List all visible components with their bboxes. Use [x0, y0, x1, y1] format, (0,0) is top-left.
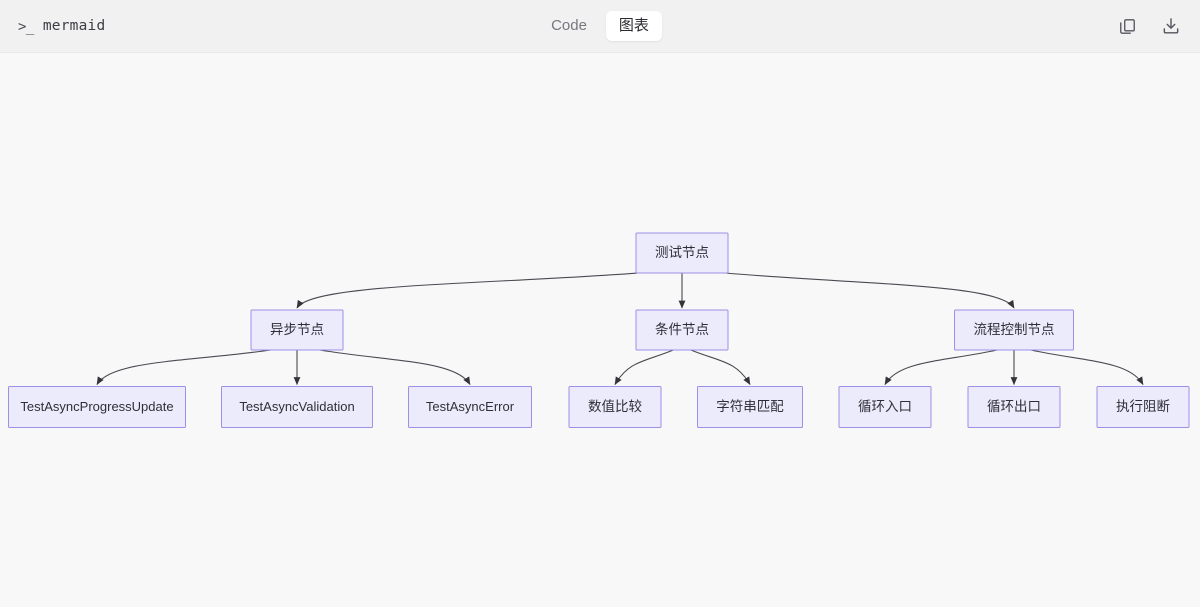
node-box: [838, 386, 932, 428]
node-box: [568, 386, 662, 428]
node-box: [8, 386, 186, 428]
download-icon: [1161, 16, 1181, 36]
node-cond[interactable]: 条件节点: [635, 309, 729, 351]
node-label: 执行阻断: [1116, 399, 1170, 414]
node-leaf2[interactable]: TestAsyncValidation: [221, 386, 373, 428]
edge-flow-to-leaf6: [884, 349, 998, 386]
download-button[interactable]: [1160, 15, 1182, 37]
edge-root-to-flow: [725, 272, 1015, 309]
header-actions: [1116, 15, 1182, 37]
copy-icon: [1118, 17, 1137, 36]
node-box: [697, 386, 803, 428]
tab-diagram[interactable]: 图表: [605, 11, 662, 41]
edge-cond-to-leaf5: [690, 349, 751, 386]
node-leaf4[interactable]: 数值比较: [568, 386, 662, 428]
node-async[interactable]: 异步节点: [250, 309, 344, 351]
node-leaf3[interactable]: TestAsyncError: [408, 386, 532, 428]
node-box: [250, 309, 344, 351]
node-leaf1[interactable]: TestAsyncProgressUpdate: [8, 386, 186, 428]
node-box: [635, 309, 729, 351]
node-box: [221, 386, 373, 428]
node-box: [408, 386, 532, 428]
node-label: 流程控制节点: [974, 322, 1055, 337]
node-label: TestAsyncProgressUpdate: [20, 399, 173, 414]
node-flow[interactable]: 流程控制节点: [954, 309, 1074, 351]
node-label: 循环出口: [987, 399, 1041, 414]
edge-cond-to-leaf4: [614, 349, 674, 386]
node-label: 循环入口: [858, 399, 912, 414]
edge-async-to-leaf1: [96, 349, 272, 386]
node-label: 异步节点: [270, 322, 324, 337]
app-brand: >_ mermaid: [18, 18, 105, 34]
node-label: 测试节点: [655, 245, 709, 260]
node-label: TestAsyncValidation: [239, 399, 354, 414]
node-leaf6[interactable]: 循环入口: [838, 386, 932, 428]
node-box: [635, 232, 729, 274]
node-label: 数值比较: [588, 399, 642, 414]
node-box: [1096, 386, 1190, 428]
terminal-prompt-icon: >_: [18, 18, 34, 35]
node-box: [954, 309, 1074, 351]
view-tabs: Code 图表: [0, 0, 1200, 52]
edge-root-to-async: [296, 272, 639, 309]
node-label: 条件节点: [655, 321, 709, 337]
app-title: mermaid: [42, 18, 106, 34]
tab-code[interactable]: Code: [551, 17, 587, 35]
node-label: TestAsyncError: [426, 399, 515, 414]
node-box: [967, 386, 1061, 428]
app-header: >_ mermaid Code 图表: [0, 0, 1200, 53]
diagram-canvas[interactable]: 测试节点异步节点 条件节点 流程控制节点 TestAsyncProgressUpdat…: [0, 53, 1200, 607]
edges-layer: [96, 272, 1144, 386]
node-leaf8[interactable]: 执行阻断: [1096, 386, 1190, 428]
copy-button[interactable]: [1116, 15, 1138, 37]
edge-async-to-leaf3: [319, 349, 471, 386]
node-leaf7[interactable]: 循环出口: [967, 386, 1061, 428]
node-root[interactable]: 测试节点: [635, 232, 729, 274]
node-leaf5[interactable]: 字符串匹配: [697, 386, 803, 428]
edge-flow-to-leaf8: [1030, 349, 1144, 386]
node-label: 字符串匹配: [716, 399, 784, 414]
